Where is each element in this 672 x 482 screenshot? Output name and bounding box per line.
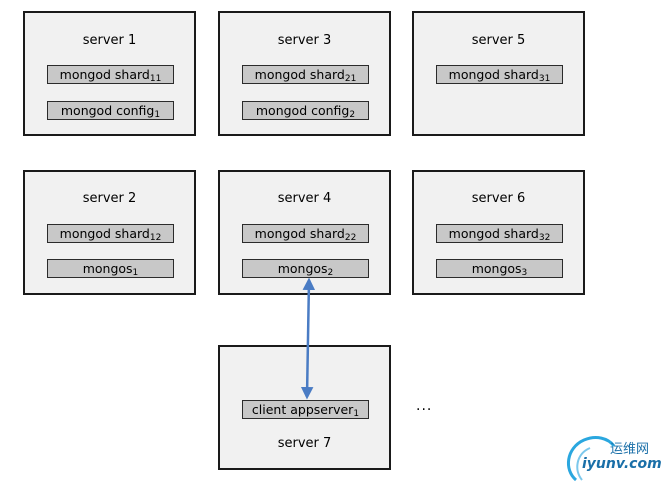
mongos-3: mongos3: [436, 259, 563, 278]
server-2-title: server 2: [82, 191, 137, 206]
server-7-title: server 7: [277, 436, 332, 451]
server-2-box: server 2 mongod shard12 mongos1: [23, 170, 196, 295]
watermark-en-text: iyunv.com: [582, 456, 662, 472]
mongod-shard-32: mongod shard32: [436, 224, 563, 243]
server-3-title: server 3: [277, 33, 332, 48]
server-6-title: server 6: [471, 191, 526, 206]
watermark-cn-text: 运维网: [610, 442, 650, 457]
server-6-box: server 6 mongod shard32 mongos3: [412, 170, 585, 295]
server-5-title: server 5: [471, 33, 526, 48]
server-4-title: server 4: [277, 191, 332, 206]
server-1-box: server 1 mongod shard11 mongod config1: [23, 11, 196, 136]
mongos-1: mongos1: [47, 259, 174, 278]
server-1-title: server 1: [82, 33, 137, 48]
mongod-config-2: mongod config2: [242, 101, 369, 120]
mongod-shard-11: mongod shard11: [47, 65, 174, 84]
mongos-2: mongos2: [242, 259, 369, 278]
watermark-swirl-icon: [567, 436, 616, 482]
mongod-shard-21: mongod shard21: [242, 65, 369, 84]
mongod-config-1: mongod config1: [47, 101, 174, 120]
more-servers-ellipsis: ...: [416, 398, 433, 414]
mongod-shard-12: mongod shard12: [47, 224, 174, 243]
watermark-logo: 运维网 iyunv.com: [562, 430, 672, 482]
client-appserver-1: client appserver1: [242, 400, 369, 419]
arrow-line: [300, 277, 316, 400]
server-3-box: server 3 mongod shard21 mongod config2: [218, 11, 391, 136]
mongod-shard-22: mongod shard22: [242, 224, 369, 243]
server-4-box: server 4 mongod shard22 mongos2: [218, 170, 391, 295]
server-5-box: server 5 mongod shard31: [412, 11, 585, 136]
mongod-shard-31: mongod shard31: [436, 65, 563, 84]
